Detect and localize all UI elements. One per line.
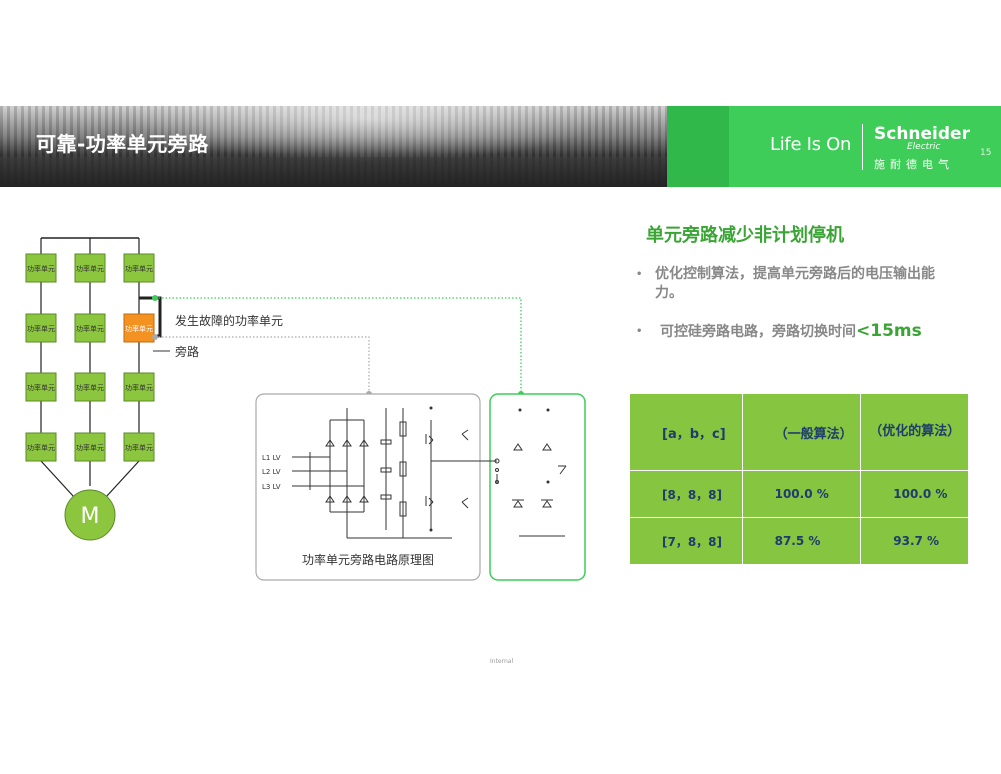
table-cell: [8，8，8] [630, 471, 743, 518]
bypass-diagram: 功率单元 功率单元 功率单元 功率单元 功率单元 功率单元 功率单元 功率单元 … [0, 200, 600, 600]
svg-text:功率单元: 功率单元 [76, 324, 104, 333]
power-cell: 功率单元 [75, 254, 105, 282]
circuit-caption: 功率单元旁路电路原理图 [302, 552, 434, 567]
table-row: [8，8，8] 100.0 % 100.0 % [630, 471, 969, 518]
power-cell: 功率单元 [75, 314, 105, 342]
svg-text:功率单元: 功率单元 [125, 264, 153, 273]
classification-label: Internal [490, 658, 513, 665]
bullet-item: • 优化控制算法，提高单元旁路后的电压输出能力。 [636, 265, 956, 303]
svg-text:功率单元: 功率单元 [76, 383, 104, 392]
svg-text:L2 LV: L2 LV [262, 468, 281, 476]
faulty-power-cell: 功率单元 [124, 314, 154, 342]
power-cell: 功率单元 [26, 433, 56, 461]
svg-text:L1 LV: L1 LV [262, 454, 281, 462]
table-row: [7，8，8] 87.5 % 93.7 % [630, 518, 969, 565]
power-cell: 功率单元 [26, 314, 56, 342]
brand-divider [862, 124, 863, 170]
svg-text:功率单元: 功率单元 [27, 383, 55, 392]
power-cell: 功率单元 [75, 373, 105, 401]
brand-panel: Life Is On Schneider Electric 施耐德电气 15 [667, 106, 1001, 187]
table-header-cell: （一般算法） [742, 394, 861, 471]
svg-text:功率单元: 功率单元 [125, 383, 153, 392]
table-cell: 100.0 % [861, 471, 969, 518]
svg-text:L3 LV: L3 LV [262, 483, 281, 491]
power-cell: 功率单元 [26, 373, 56, 401]
bullet-dot: • [636, 322, 642, 341]
motor-symbol: M [65, 490, 115, 540]
svg-text:功率单元: 功率单元 [76, 264, 104, 273]
power-cell: 功率单元 [124, 373, 154, 401]
results-table: [a，b，c] （一般算法） （优化的算法） [8，8，8] 100.0 % 1… [629, 393, 969, 565]
svg-text:功率单元: 功率单元 [125, 324, 153, 333]
table-header-row: [a，b，c] （一般算法） （优化的算法） [630, 394, 969, 471]
bypass-callout: 旁路 [175, 344, 199, 359]
brand-chinese-name: 施耐德电气 [874, 156, 954, 172]
table-cell: [7，8，8] [630, 518, 743, 565]
power-cell: 功率单元 [124, 254, 154, 282]
section-title: 单元旁路减少非计划停机 [646, 221, 844, 247]
bullet-text: 可控硅旁路电路，旁路切换时间 [660, 324, 856, 340]
page-title: 可靠-功率单元旁路 [36, 128, 209, 157]
svg-text:功率单元: 功率单元 [27, 324, 55, 333]
svg-text:功率单元: 功率单元 [125, 443, 153, 452]
life-is-on-tagline: Life Is On [770, 134, 851, 155]
svg-text:功率单元: 功率单元 [27, 443, 55, 452]
table-cell: 100.0 % [742, 471, 861, 518]
svg-text:功率单元: 功率单元 [76, 443, 104, 452]
fault-callout: 发生故障的功率单元 [175, 313, 283, 328]
power-cell: 功率单元 [75, 433, 105, 461]
power-cell: 功率单元 [26, 254, 56, 282]
table-cell: 87.5 % [742, 518, 861, 565]
bullet-text: 优化控制算法，提高单元旁路后的电压输出能力。 [636, 265, 956, 303]
table-header-cell: （优化的算法） [861, 394, 969, 471]
bullet-item: • 可控硅旁路电路，旁路切换时间<15ms [636, 322, 956, 342]
power-cell: 功率单元 [124, 433, 154, 461]
bypass-circuit-box [490, 394, 585, 580]
switch-time-value: <15ms [856, 321, 922, 341]
table-header-cell: [a，b，c] [630, 394, 743, 471]
page-number: 15 [980, 148, 991, 158]
svg-text:M: M [81, 504, 100, 529]
table-cell: 93.7 % [861, 518, 969, 565]
svg-text:功率单元: 功率单元 [27, 264, 55, 273]
header-banner: 可靠-功率单元旁路 Life Is On Schneider Electric … [0, 106, 1001, 187]
bullet-dot: • [636, 265, 642, 284]
schneider-logo: Schneider [874, 124, 970, 144]
electric-logo-text: Electric [907, 142, 940, 152]
